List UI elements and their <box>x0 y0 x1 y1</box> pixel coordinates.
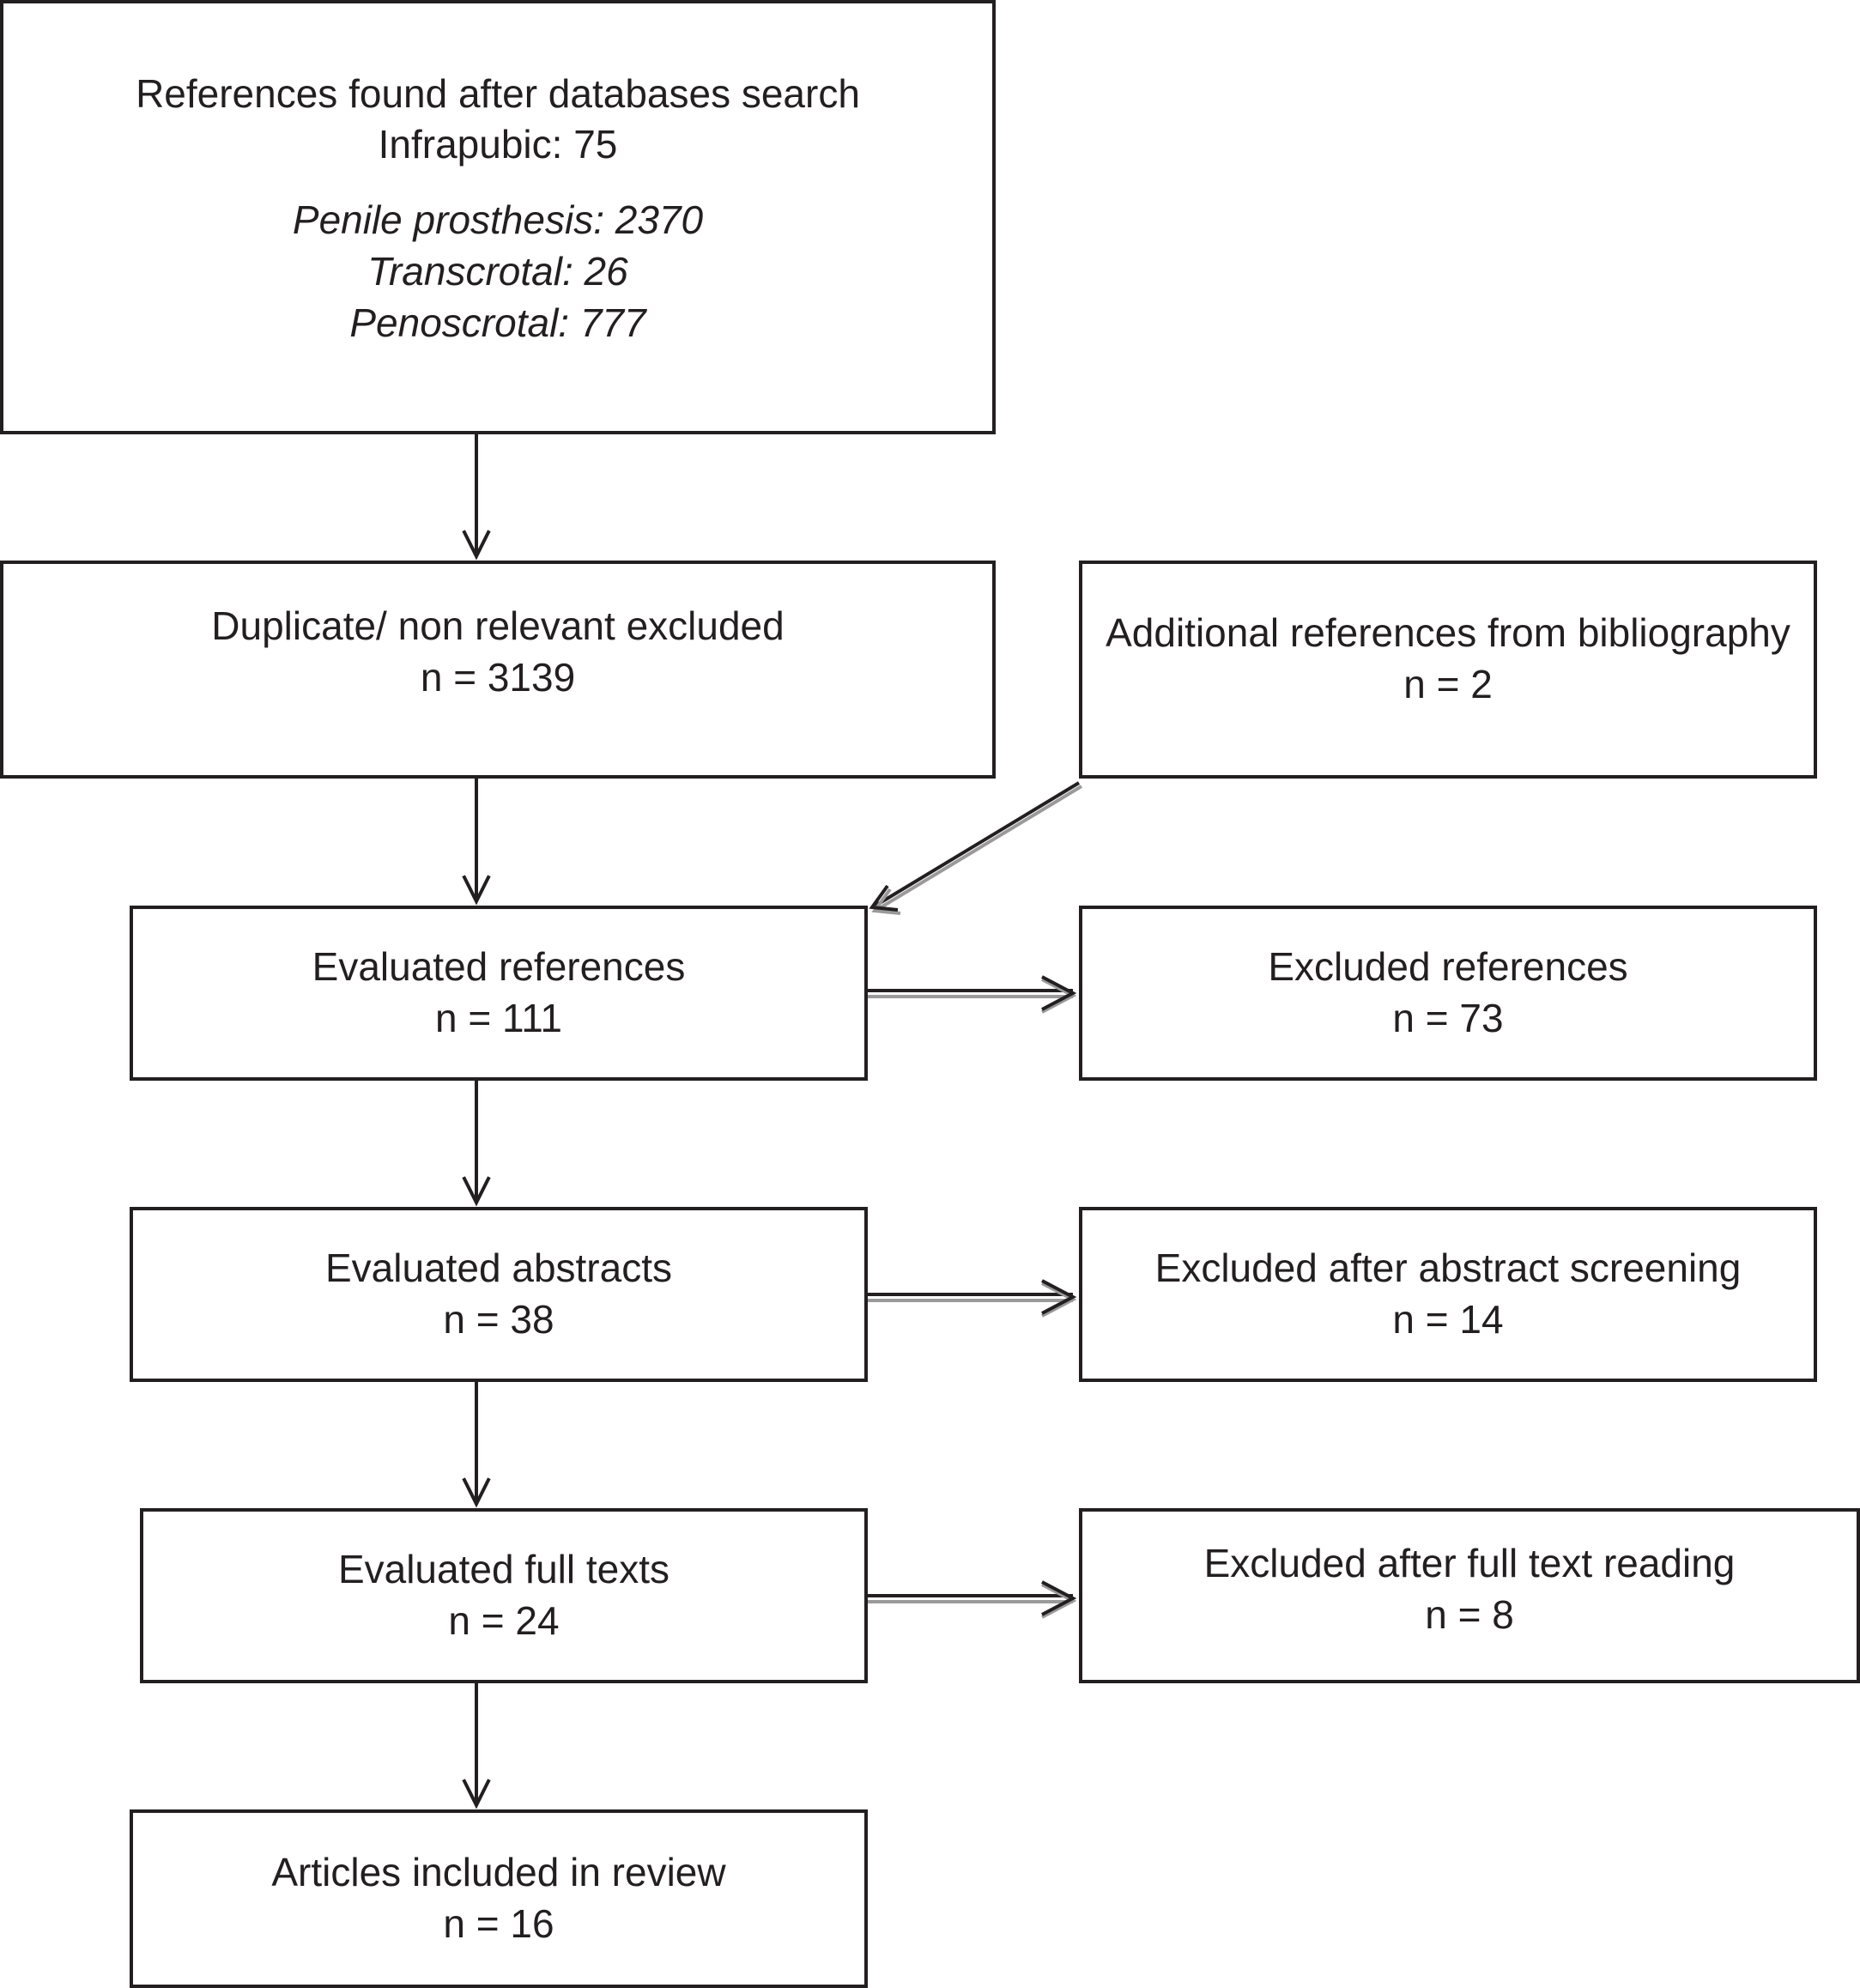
excluded-abstracts-count: n = 14 <box>1392 1297 1504 1342</box>
arrow-to-excluded-abstracts <box>868 1279 1077 1318</box>
search-results-box: References found after databases search … <box>0 0 996 434</box>
evaluated-fulltexts-count: n = 24 <box>448 1598 560 1643</box>
duplicates-excluded-box: Duplicate/ non relevant excluded n = 313… <box>0 561 996 779</box>
arrow-duplicates-to-evaluated <box>462 777 491 906</box>
penoscrotal-count: Penoscrotal: 777 <box>349 300 646 345</box>
excluded-references-box: Excluded references n = 73 <box>1079 906 1817 1081</box>
search-results-title: References found after databases search <box>136 70 860 116</box>
evaluated-fulltexts-box: Evaluated full texts n = 24 <box>140 1508 868 1683</box>
excluded-abstracts-label: Excluded after abstract screening <box>1154 1246 1742 1291</box>
additional-label: Additional references from bibliography <box>1106 609 1790 655</box>
penile-prosthesis-count: Penile prosthesis: 2370 <box>292 197 704 243</box>
duplicates-count: n = 3139 <box>420 655 576 700</box>
arrow-search-to-duplicates <box>462 433 491 561</box>
included-label: Articles included in review <box>271 1850 726 1895</box>
duplicates-label: Duplicate/ non relevant excluded <box>211 603 785 649</box>
arrow-evaluated-to-abstracts <box>462 1079 491 1207</box>
infrapubic-count: Infrapubic: 75 <box>378 122 618 167</box>
evaluated-abstracts-label: Evaluated abstracts <box>324 1246 672 1291</box>
arrow-to-excluded-references <box>868 975 1077 1014</box>
arrow-additional-to-evaluated <box>869 781 1083 915</box>
evaluated-abstracts-count: n = 38 <box>443 1297 554 1342</box>
evaluated-abstracts-box: Evaluated abstracts n = 38 <box>130 1207 868 1382</box>
additional-count: n = 2 <box>1403 661 1493 706</box>
excluded-fulltexts-label: Excluded after full text reading <box>1203 1540 1736 1585</box>
arrow-to-excluded-fulltexts <box>868 1580 1077 1619</box>
arrow-fulltexts-to-included <box>462 1682 491 1809</box>
excluded-fulltexts-box: Excluded after full text reading n = 8 <box>1079 1508 1860 1683</box>
excluded-abstracts-box: Excluded after abstract screening n = 14 <box>1079 1207 1817 1382</box>
included-count: n = 16 <box>443 1901 554 1946</box>
transcrotal-count: Transcrotal: 26 <box>367 248 628 294</box>
evaluated-refs-count: n = 111 <box>435 996 562 1040</box>
evaluated-fulltexts-label: Evaluated full texts <box>337 1547 670 1592</box>
additional-references-box: Additional references from bibliography … <box>1079 561 1817 779</box>
evaluated-refs-label: Evaluated references <box>312 944 686 990</box>
excluded-refs-count: n = 73 <box>1392 996 1504 1040</box>
excluded-refs-label: Excluded references <box>1268 944 1628 990</box>
arrow-abstracts-to-fulltexts <box>462 1380 491 1508</box>
included-articles-box: Articles included in review n = 16 <box>130 1809 868 1988</box>
evaluated-references-box: Evaluated references n = 111 <box>130 906 868 1081</box>
excluded-fulltexts-count: n = 8 <box>1425 1591 1514 1637</box>
